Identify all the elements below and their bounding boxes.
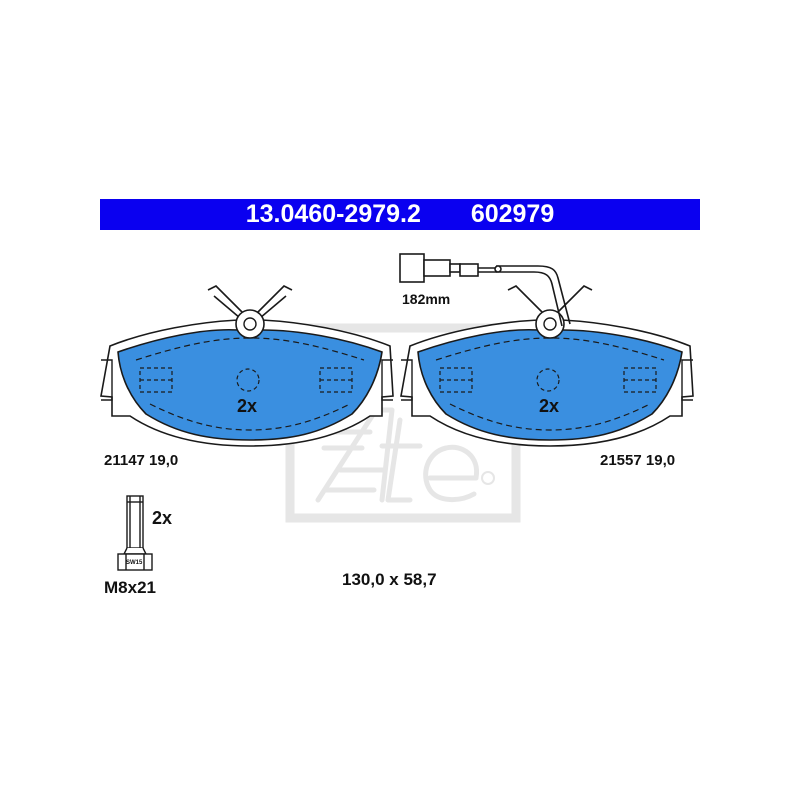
- pad-dimensions: 130,0 x 58,7: [342, 570, 437, 589]
- reference-number: 602979: [470, 200, 555, 228]
- right-pad-code: 21557 19,0: [600, 452, 676, 469]
- part-number-header: 13.0460-2979.2 602979: [100, 199, 700, 230]
- bolt-quantity: 2x: [152, 508, 173, 528]
- bolt-wrench-size: SW15: [126, 560, 143, 566]
- left-pad-code: 21147 19,0: [104, 452, 179, 469]
- right-brake-pad: [400, 285, 694, 447]
- part-number: 13.0460-2979.2: [245, 200, 421, 228]
- sensor-length-label: 182mm: [402, 291, 451, 307]
- bolt-size: M8x21: [104, 578, 156, 597]
- bolt-icon: [117, 495, 153, 571]
- left-pad-quantity: 2x: [237, 396, 258, 416]
- wear-sensor: [399, 253, 571, 327]
- right-pad-quantity: 2x: [539, 396, 560, 416]
- left-pad-spring-clip: [207, 285, 293, 319]
- left-brake-pad: [100, 285, 394, 447]
